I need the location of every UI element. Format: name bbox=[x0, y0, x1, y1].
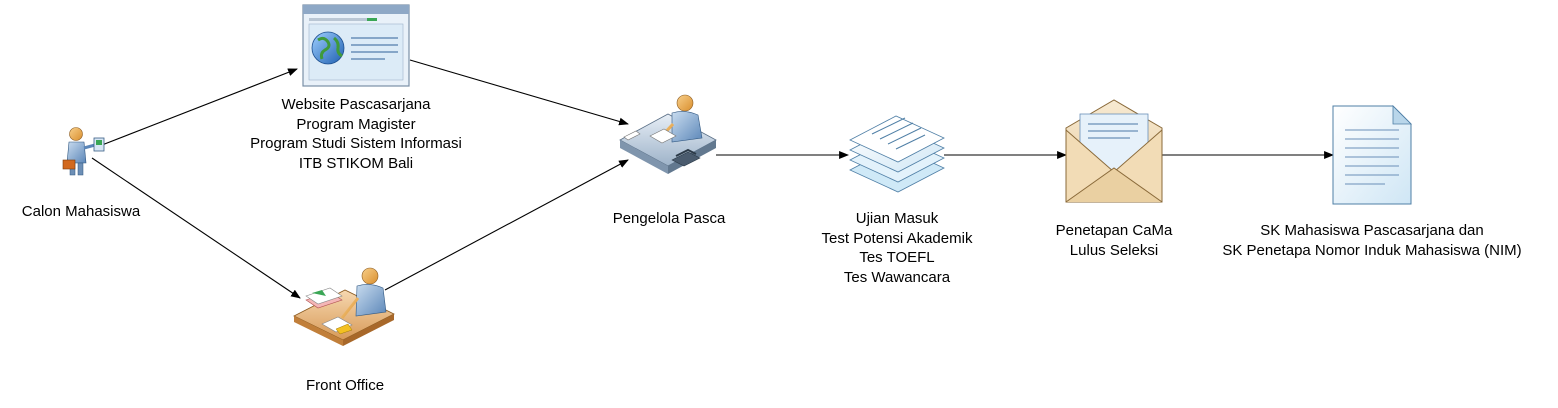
envelope-icon bbox=[1065, 99, 1163, 203]
pengelola-desk-icon bbox=[619, 94, 717, 174]
label-calon-mahasiswa: Calon Mahasiswa bbox=[21, 203, 141, 220]
telephone-icon bbox=[671, 148, 701, 167]
arrow-calon-to-website bbox=[101, 68, 298, 146]
label-ujian: Ujian Masuk Test Potensi Akademik Tes TO… bbox=[797, 209, 997, 287]
arrow-website-to-pengelola bbox=[409, 59, 629, 126]
label-penetapan: Penetapan CaMa Lulus Seleksi bbox=[1034, 221, 1194, 260]
arrow-frontoffice-to-pengelola bbox=[384, 159, 629, 291]
label-line: ITB STIKOM Bali bbox=[298, 154, 414, 172]
label-line: Test Potensi Akademik bbox=[821, 229, 973, 247]
document-stack-icon bbox=[305, 287, 343, 309]
label-line: Penetapan CaMa bbox=[1055, 222, 1173, 239]
label-line: Ujian Masuk bbox=[855, 210, 939, 227]
label-line: Program Magister bbox=[296, 115, 416, 133]
website-window-icon bbox=[302, 4, 410, 87]
label-line: Lulus Seleksi bbox=[1069, 241, 1159, 259]
arrow-calon-to-frontoffice bbox=[91, 157, 301, 299]
paper-stack-icon bbox=[849, 115, 945, 193]
label-line: SK Mahasiswa Pascasarjana dan bbox=[1260, 222, 1484, 239]
label-line: Tes Wawancara bbox=[843, 268, 951, 286]
connectors bbox=[91, 59, 1334, 299]
front-office-desk-icon bbox=[293, 267, 395, 346]
label-line: SK Penetapa Nomor Induk Mahasiswa (NIM) bbox=[1222, 241, 1522, 259]
label-pengelola: Pengelola Pasca bbox=[612, 210, 726, 227]
document-icon bbox=[1332, 105, 1412, 205]
label-line: Program Studi Sistem Informasi bbox=[250, 135, 462, 152]
label-line: Website Pascasarjana bbox=[281, 96, 431, 113]
label-sk: SK Mahasiswa Pascasarjana dan SK Penetap… bbox=[1192, 221, 1552, 260]
person-icon bbox=[62, 127, 105, 176]
label-line: Tes TOEFL bbox=[859, 249, 935, 266]
label-website: Website Pascasarjana Program Magister Pr… bbox=[206, 95, 506, 173]
label-front-office: Front Office bbox=[305, 377, 385, 394]
